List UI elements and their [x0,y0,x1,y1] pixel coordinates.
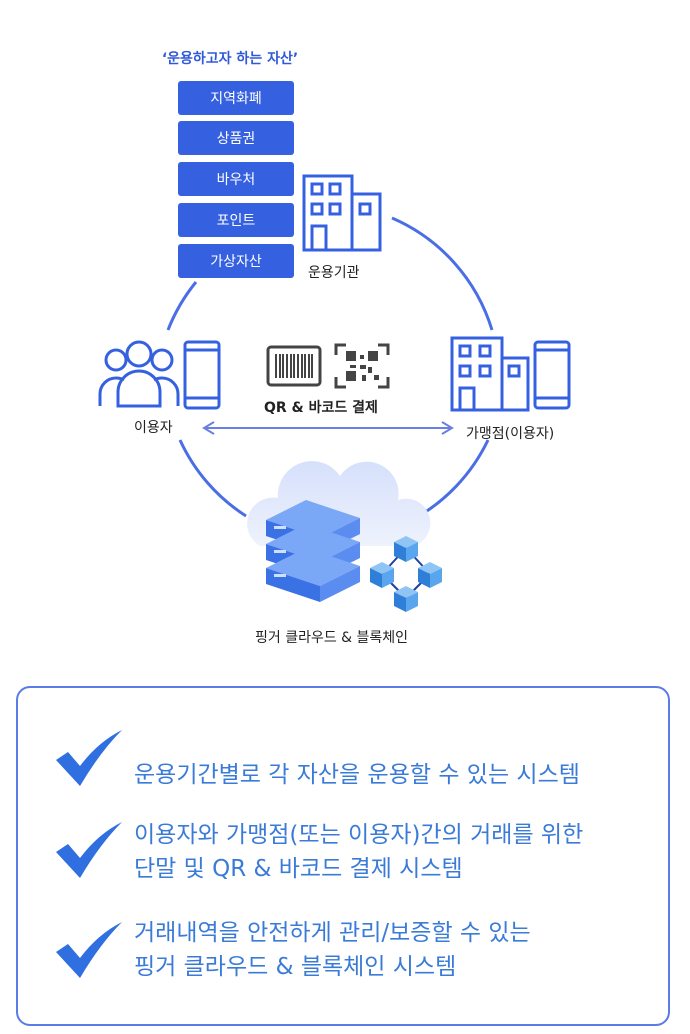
check-icon [56,822,122,878]
merchant-label: 가맹점(이용자) [466,426,555,442]
check-icon [56,730,122,786]
feature-1-line-1: 운용기간별로 각 자산을 운용할 수 있는 시스템 [134,762,580,788]
cloud-label: 핑거 클라우드 & 블록체인 [255,630,409,646]
asset-virtual-asset: 가상자산 [178,244,294,278]
asset-local-currency: 지역화폐 [178,81,294,115]
features-panel [16,686,670,1026]
payment-label: QR & 바코드 결제 [264,400,378,416]
transaction-arrow [202,421,454,435]
feature-2-line-1: 이용자와 가맹점(또는 이용자)간의 거래를 위한 [134,822,584,848]
check-icon [56,922,122,978]
cloud-server-blockchain-icon [247,461,442,612]
operator-building-icon [302,174,382,252]
merchant-phone-icon [533,340,571,410]
feature-3-line-1: 거래내역을 안전하게 관리/보증할 수 있는 [134,920,531,946]
user-label: 이용자 [134,420,173,436]
qr-code-icon [334,343,390,389]
user-phone-icon [183,340,221,410]
asset-voucher: 바우처 [178,162,294,196]
asset-gift-certificate: 상품권 [178,121,294,155]
barcode-icon [266,345,322,387]
feature-3-line-2: 핑거 클라우드 & 블록체인 시스템 [134,954,457,980]
merchant-building-icon [450,336,530,412]
user-group-icon [98,340,180,408]
assets-title: ‘운용하고자 하는 자산’ [161,51,299,67]
asset-point: 포인트 [178,203,294,237]
operator-label: 운용기관 [308,265,360,281]
feature-2-line-2: 단말 및 QR & 바코드 결제 시스템 [134,856,463,882]
